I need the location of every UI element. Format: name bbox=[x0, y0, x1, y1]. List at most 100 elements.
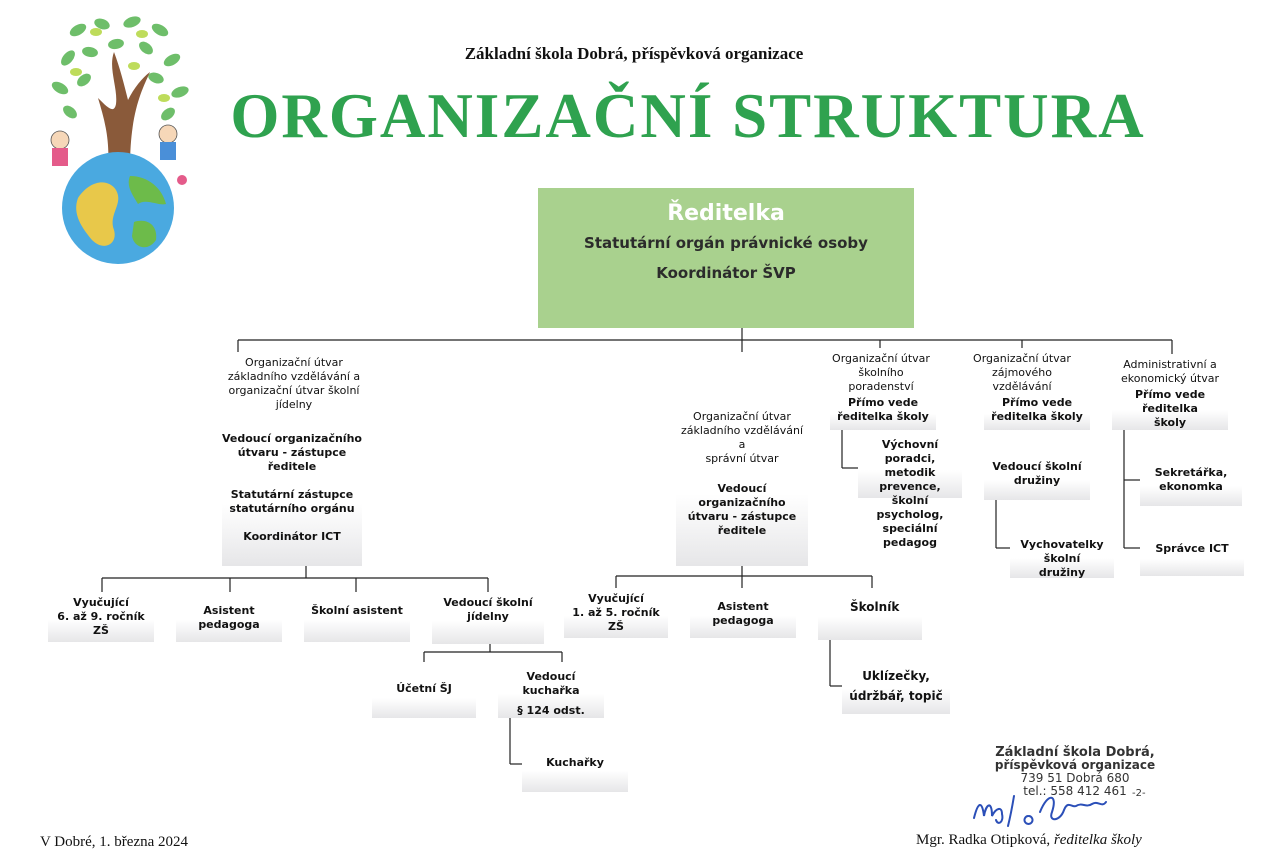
cooks-box: Kuchařky bbox=[522, 744, 628, 792]
teaching-assistant-box-1: Asistent pedagoga bbox=[176, 592, 282, 642]
stamp-line: 739 51 Dobrá 680 bbox=[1020, 771, 1130, 785]
unit-label-line: zájmového bbox=[992, 366, 1052, 379]
interest-head-box: Přímo vede ředitelka školy bbox=[984, 394, 1090, 430]
director-box: Ředitelka Statutární orgán právnické oso… bbox=[538, 188, 914, 328]
unit-label-line: Organizační útvar bbox=[693, 410, 791, 423]
leaf-line: Školní asistent bbox=[311, 604, 403, 617]
leaf-line: Kuchařky bbox=[546, 756, 604, 769]
canteen-head-box: Vedoucí školní jídelny bbox=[432, 592, 544, 644]
leaf-line: Vedoucí kuchařka bbox=[522, 670, 580, 697]
stamp-number: -2- bbox=[1132, 788, 1146, 799]
leaf-line: školní psycholog, bbox=[876, 494, 944, 521]
deputy-line: útvaru - zástupce ředitele bbox=[687, 510, 797, 537]
head-cook-box: Vedoucí kuchařka § 124 odst. bbox=[498, 664, 604, 718]
deputy-line: Statutární zástupce bbox=[230, 488, 354, 501]
teaching-assistant-box-2: Asistent pedagoga bbox=[690, 588, 796, 638]
leaf-line: Výchovní poradci, bbox=[881, 438, 939, 465]
school-assistant-box: Školní asistent bbox=[304, 592, 410, 642]
leaf-line: 6. až 9. ročník ZŠ bbox=[57, 610, 145, 637]
leaf-line: Asistent pedagoga bbox=[712, 600, 774, 627]
deputy-line bbox=[222, 474, 362, 488]
school-name: Základní škola Dobrá, příspěvková organi… bbox=[464, 44, 804, 63]
unit-label-line: školního bbox=[858, 366, 904, 379]
deputy-line bbox=[222, 516, 362, 530]
counseling-head-box: Přímo vede ředitelka školy bbox=[830, 394, 936, 430]
head-line: Přímo vede ředitelka bbox=[1134, 388, 1206, 415]
unit-label-line: ekonomický útvar bbox=[1120, 372, 1220, 385]
leaf-line: Sekretářka, bbox=[1154, 466, 1228, 479]
unit-counseling: Organizační útvar školního poradenství bbox=[826, 348, 936, 394]
unit-label-line: Organizační útvar bbox=[832, 352, 930, 365]
unit-basic-education-admin: Organizační útvar základního vzdělávání … bbox=[676, 406, 808, 566]
footer-date: V Dobré, 1. března 2024 bbox=[40, 834, 189, 850]
director-title: Ředitelka bbox=[667, 201, 785, 226]
deputy-director-box-1: Vedoucí organizačního útvaru - zástupce … bbox=[222, 428, 362, 566]
secretary-box: Sekretářka, ekonomka bbox=[1140, 462, 1242, 506]
unit-label-line: vzdělávání bbox=[992, 380, 1052, 393]
head-line: Přímo vede bbox=[847, 396, 919, 409]
head-line: ředitelka školy bbox=[991, 410, 1083, 423]
unit-administration: Administrativní a ekonomický útvar bbox=[1112, 354, 1228, 386]
unit-basic-education-canteen: Organizační útvar základního vzdělávání … bbox=[222, 352, 366, 414]
unit-label-line: jídelny bbox=[275, 398, 313, 411]
leaf-line: metodik prevence, bbox=[879, 466, 941, 493]
unit-label-line: poradenství bbox=[848, 380, 914, 393]
footer-signer: Mgr. Radka Otipková, ředitelka školy bbox=[916, 832, 1142, 849]
handwritten-signature bbox=[973, 795, 1107, 827]
deputy-line: Vedoucí organizačního bbox=[222, 432, 362, 445]
deputy-line: statutárního orgánu bbox=[229, 502, 355, 515]
head-line: školy bbox=[1153, 416, 1187, 429]
leaf-line: Účetní ŠJ bbox=[396, 682, 452, 695]
leaf-line: 1. až 5. ročník ZŠ bbox=[572, 606, 660, 633]
school-logo-tree-globe-icon bbox=[50, 16, 189, 264]
leaf-line: Vyučující bbox=[588, 592, 644, 605]
leaf-line: údržbář, topič bbox=[849, 689, 943, 703]
counselors-box: Výchovní poradci, metodik prevence, škol… bbox=[858, 436, 962, 549]
club-head-box: Vedoucí školní družiny bbox=[984, 456, 1090, 500]
club-educators-box: Vychovatelky školní družiny bbox=[1010, 534, 1114, 579]
leaf-line: Správce ICT bbox=[1155, 542, 1229, 555]
unit-label-line: základního vzdělávání a bbox=[227, 370, 361, 383]
unit-label-line: správní útvar bbox=[705, 452, 779, 465]
caretaker-box: Školník bbox=[818, 588, 922, 640]
director-role-svp: Koordinátor ŠVP bbox=[656, 264, 796, 282]
leaf-line: družiny bbox=[1013, 474, 1061, 487]
leaf-line: družiny bbox=[1038, 566, 1086, 579]
stamp-line: tel.: 558 412 461 bbox=[1023, 784, 1127, 798]
deputy-line: Koordinátor ICT bbox=[243, 530, 341, 543]
canteen-accountant-box: Účetní ŠJ bbox=[372, 674, 476, 718]
unit-label-line: základního vzdělávání a bbox=[681, 424, 803, 451]
deputy-line: útvaru - zástupce bbox=[237, 446, 347, 459]
leaf-line: Vedoucí školní bbox=[992, 460, 1082, 473]
unit-label-line: organizační útvar školní bbox=[228, 384, 360, 397]
leaf-line: Školník bbox=[850, 600, 900, 614]
teachers-6-9-box: Vyučující 6. až 9. ročník ZŠ bbox=[48, 592, 154, 642]
teachers-1-5-box: Vyučující 1. až 5. ročník ZŠ bbox=[564, 588, 668, 638]
leaf-line: § 124 odst. bbox=[517, 704, 585, 717]
stamp-line: Základní škola Dobrá, bbox=[995, 745, 1155, 760]
unit-label-line: Organizační útvar bbox=[245, 356, 343, 369]
head-line: Přímo vede bbox=[1001, 396, 1073, 409]
leaf-line: Vychovatelky školní bbox=[1020, 538, 1104, 565]
leaf-line: speciální pedagog bbox=[882, 522, 938, 549]
leaf-line: Asistent pedagoga bbox=[198, 604, 260, 631]
unit-label-line: Administrativní a bbox=[1123, 358, 1217, 371]
page-title: ORGANIZAČNÍ STRUKTURA bbox=[230, 81, 1146, 151]
deputy-line: Vedoucí organizačního bbox=[698, 482, 786, 509]
school-stamp: Základní škola Dobrá, příspěvková organi… bbox=[990, 746, 1160, 798]
leaf-line: Vyučující bbox=[73, 596, 129, 609]
admin-head-box: Přímo vede ředitelka školy bbox=[1112, 386, 1228, 430]
cleaners-box: Uklízečky, údržbář, topič bbox=[842, 658, 950, 714]
stamp-line: příspěvková organizace bbox=[994, 758, 1156, 772]
unit-label-line: Organizační útvar bbox=[973, 352, 1071, 365]
leaf-line: jídelny bbox=[467, 610, 509, 623]
leaf-line: ekonomka bbox=[1159, 480, 1223, 493]
signer-role: ředitelka školy bbox=[1053, 832, 1142, 848]
leaf-line: Uklízečky, bbox=[862, 669, 930, 683]
director-role-statutory: Statutární orgán právnické osoby bbox=[584, 234, 868, 252]
ict-admin-box: Správce ICT bbox=[1140, 538, 1244, 576]
head-line: ředitelka školy bbox=[837, 410, 929, 423]
deputy-line: ředitele bbox=[267, 460, 317, 473]
signer-name: Mgr. Radka Otipková, bbox=[916, 832, 1054, 848]
